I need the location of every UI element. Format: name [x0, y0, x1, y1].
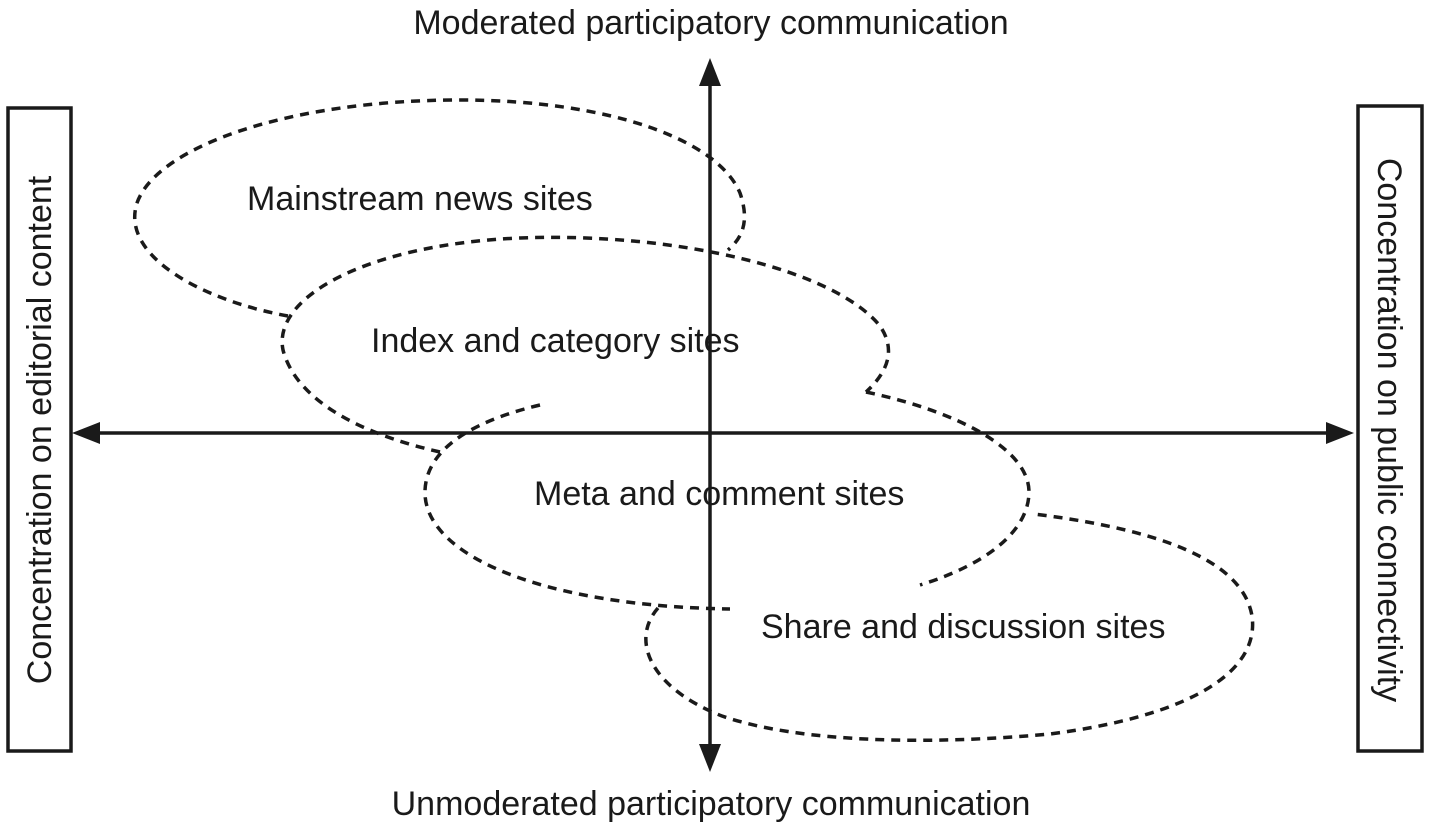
index-category-label: Index and category sites — [371, 322, 740, 360]
mainstream-news-outline — [133, 98, 747, 318]
right-axis-label: Concentration on public connectivity — [1370, 158, 1408, 702]
left-axis-box — [6, 106, 73, 753]
arrow-down-icon — [699, 744, 721, 772]
arrow-right-icon — [1326, 422, 1354, 444]
meta-comment-label: Meta and comment sites — [534, 475, 904, 513]
bottom-axis-label: Unmoderated participatory communication — [392, 785, 1031, 823]
arrow-left-icon — [72, 422, 100, 444]
index-category-outline — [280, 235, 891, 454]
share-discussion-outline — [644, 512, 1255, 743]
arrow-up-icon — [699, 58, 721, 86]
top-axis-label: Moderated participatory communication — [413, 4, 1008, 42]
mainstream-news-label: Mainstream news sites — [247, 180, 593, 218]
right-axis-box — [1356, 104, 1424, 753]
left-axis-label: Concentration on editorial content — [21, 175, 59, 684]
share-discussion-label: Share and discussion sites — [761, 608, 1165, 646]
